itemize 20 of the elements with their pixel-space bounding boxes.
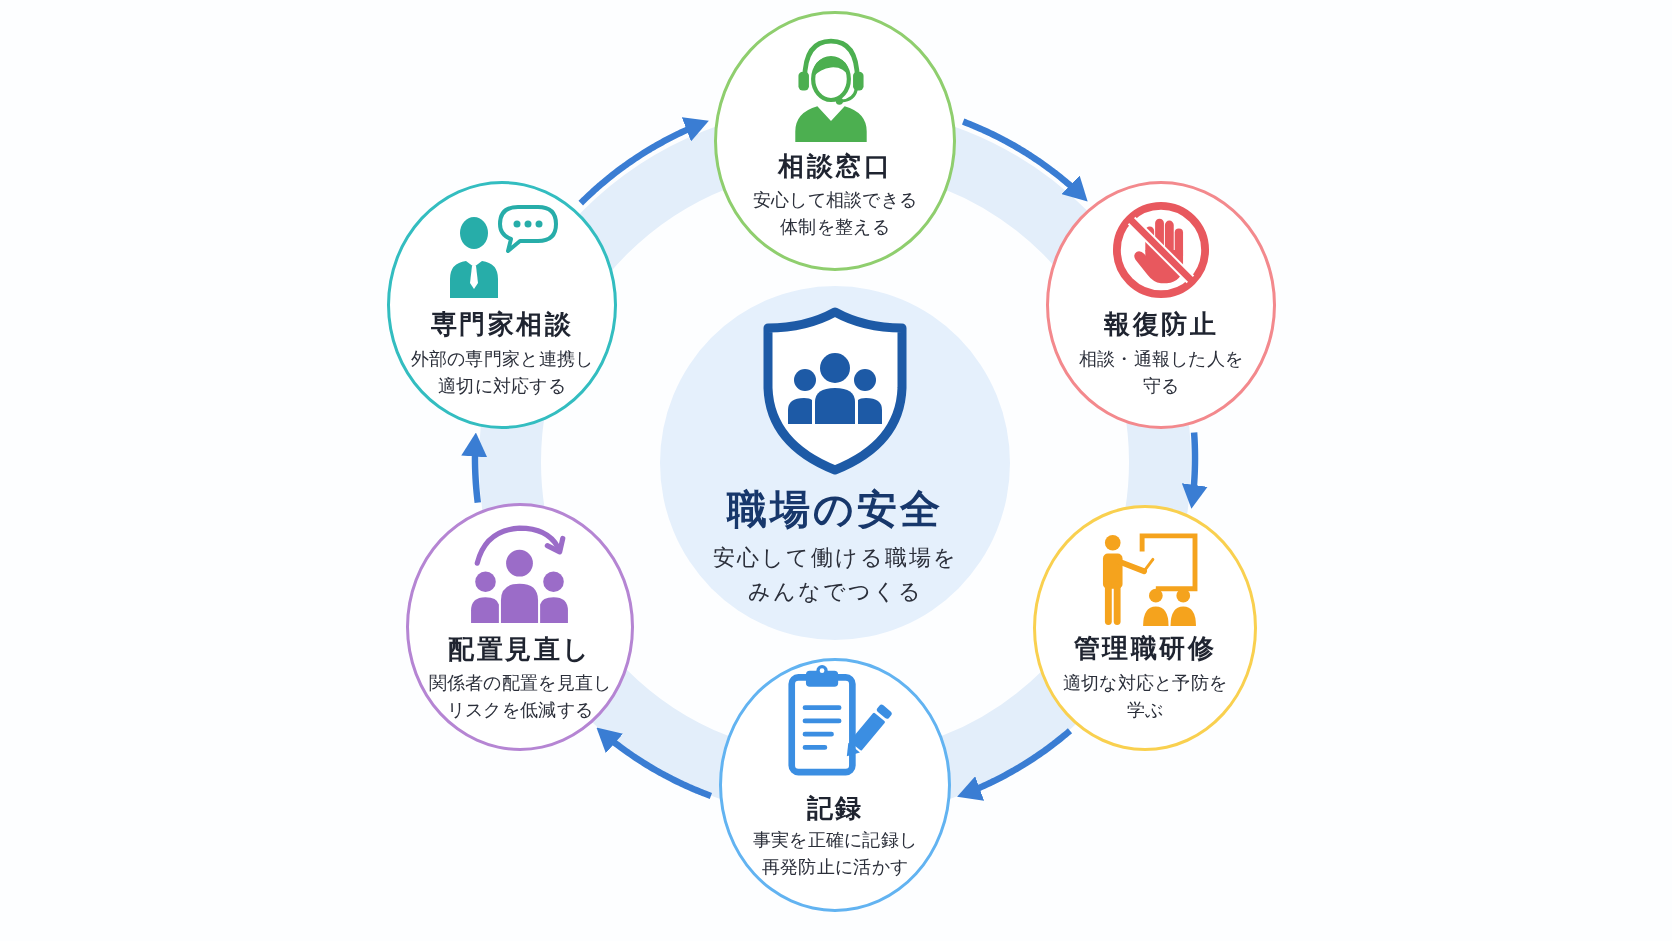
step-description: 適切な対応と予防を学ぶ	[1061, 671, 1229, 722]
step-description: 外部の専門家と連携し適切に対応する	[409, 347, 595, 398]
step-title: 相談窓口	[778, 149, 892, 182]
center-title: 職場の安全	[727, 485, 943, 533]
center-subtitle: 安心して働ける職場をみんなでつくる	[711, 544, 959, 606]
step-title: 報復防止	[1104, 307, 1218, 340]
curved-arrow	[578, 117, 710, 206]
step-title: 専門家相談	[430, 307, 574, 340]
curved-arrow	[955, 728, 1073, 801]
curved-arrow	[962, 118, 1090, 204]
step-title: 管理職研修	[1073, 631, 1217, 664]
step-description: 事実を正確に記録し再発防止に活かす	[751, 828, 919, 879]
step-description: 関係者の配置を見直しリスクを低減する	[427, 671, 613, 722]
step-description: 相談・通報した人を守る	[1077, 347, 1245, 398]
curved-arrow	[461, 431, 488, 505]
curved-arrow	[594, 725, 712, 799]
step-title: 記録	[806, 791, 864, 824]
curved-arrow	[1181, 431, 1208, 511]
step-description: 安心して相談できる体制を整える	[751, 188, 919, 239]
step-title: 配置見直し	[448, 632, 592, 665]
